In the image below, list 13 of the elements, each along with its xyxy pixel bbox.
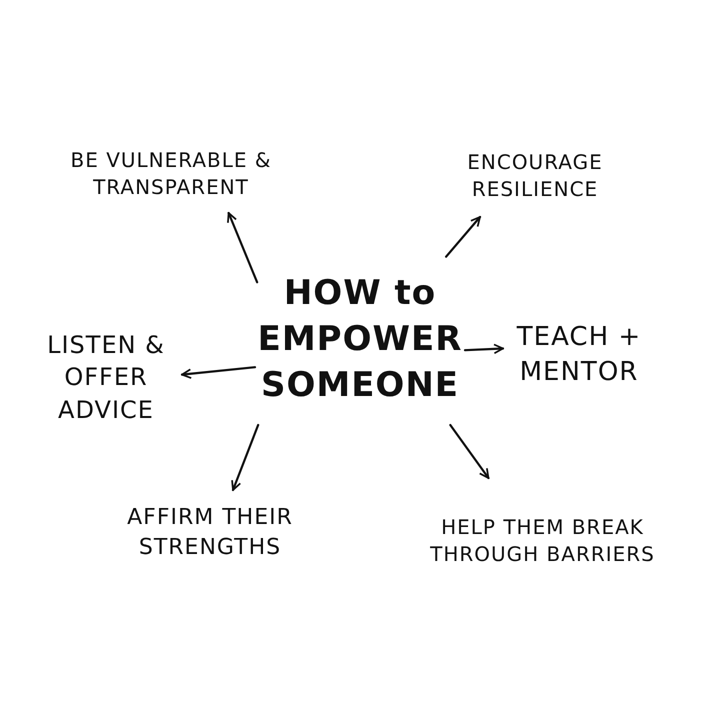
arrow bbox=[227, 212, 258, 284]
idea-text: TEACH + MENTOR bbox=[516, 320, 642, 389]
central-topic: HOW to EMPOWER SOMEONE bbox=[256, 272, 464, 407]
idea-text: BE VULNERABLE & TRANSPARENT bbox=[70, 147, 272, 201]
arrow bbox=[180, 366, 256, 379]
idea-text: ENCOURAGE RESILIENCE bbox=[466, 149, 604, 203]
arrow bbox=[445, 216, 482, 258]
arrow bbox=[449, 424, 490, 480]
arrow bbox=[231, 424, 260, 492]
idea-text: HELP THEM BREAK THROUGH BARRIERS bbox=[429, 514, 656, 568]
idea-text: LISTEN & OFFER ADVICE bbox=[46, 330, 166, 426]
arrow bbox=[464, 344, 504, 354]
idea-text: AFFIRM THEIR STRENGTHS bbox=[126, 504, 294, 562]
